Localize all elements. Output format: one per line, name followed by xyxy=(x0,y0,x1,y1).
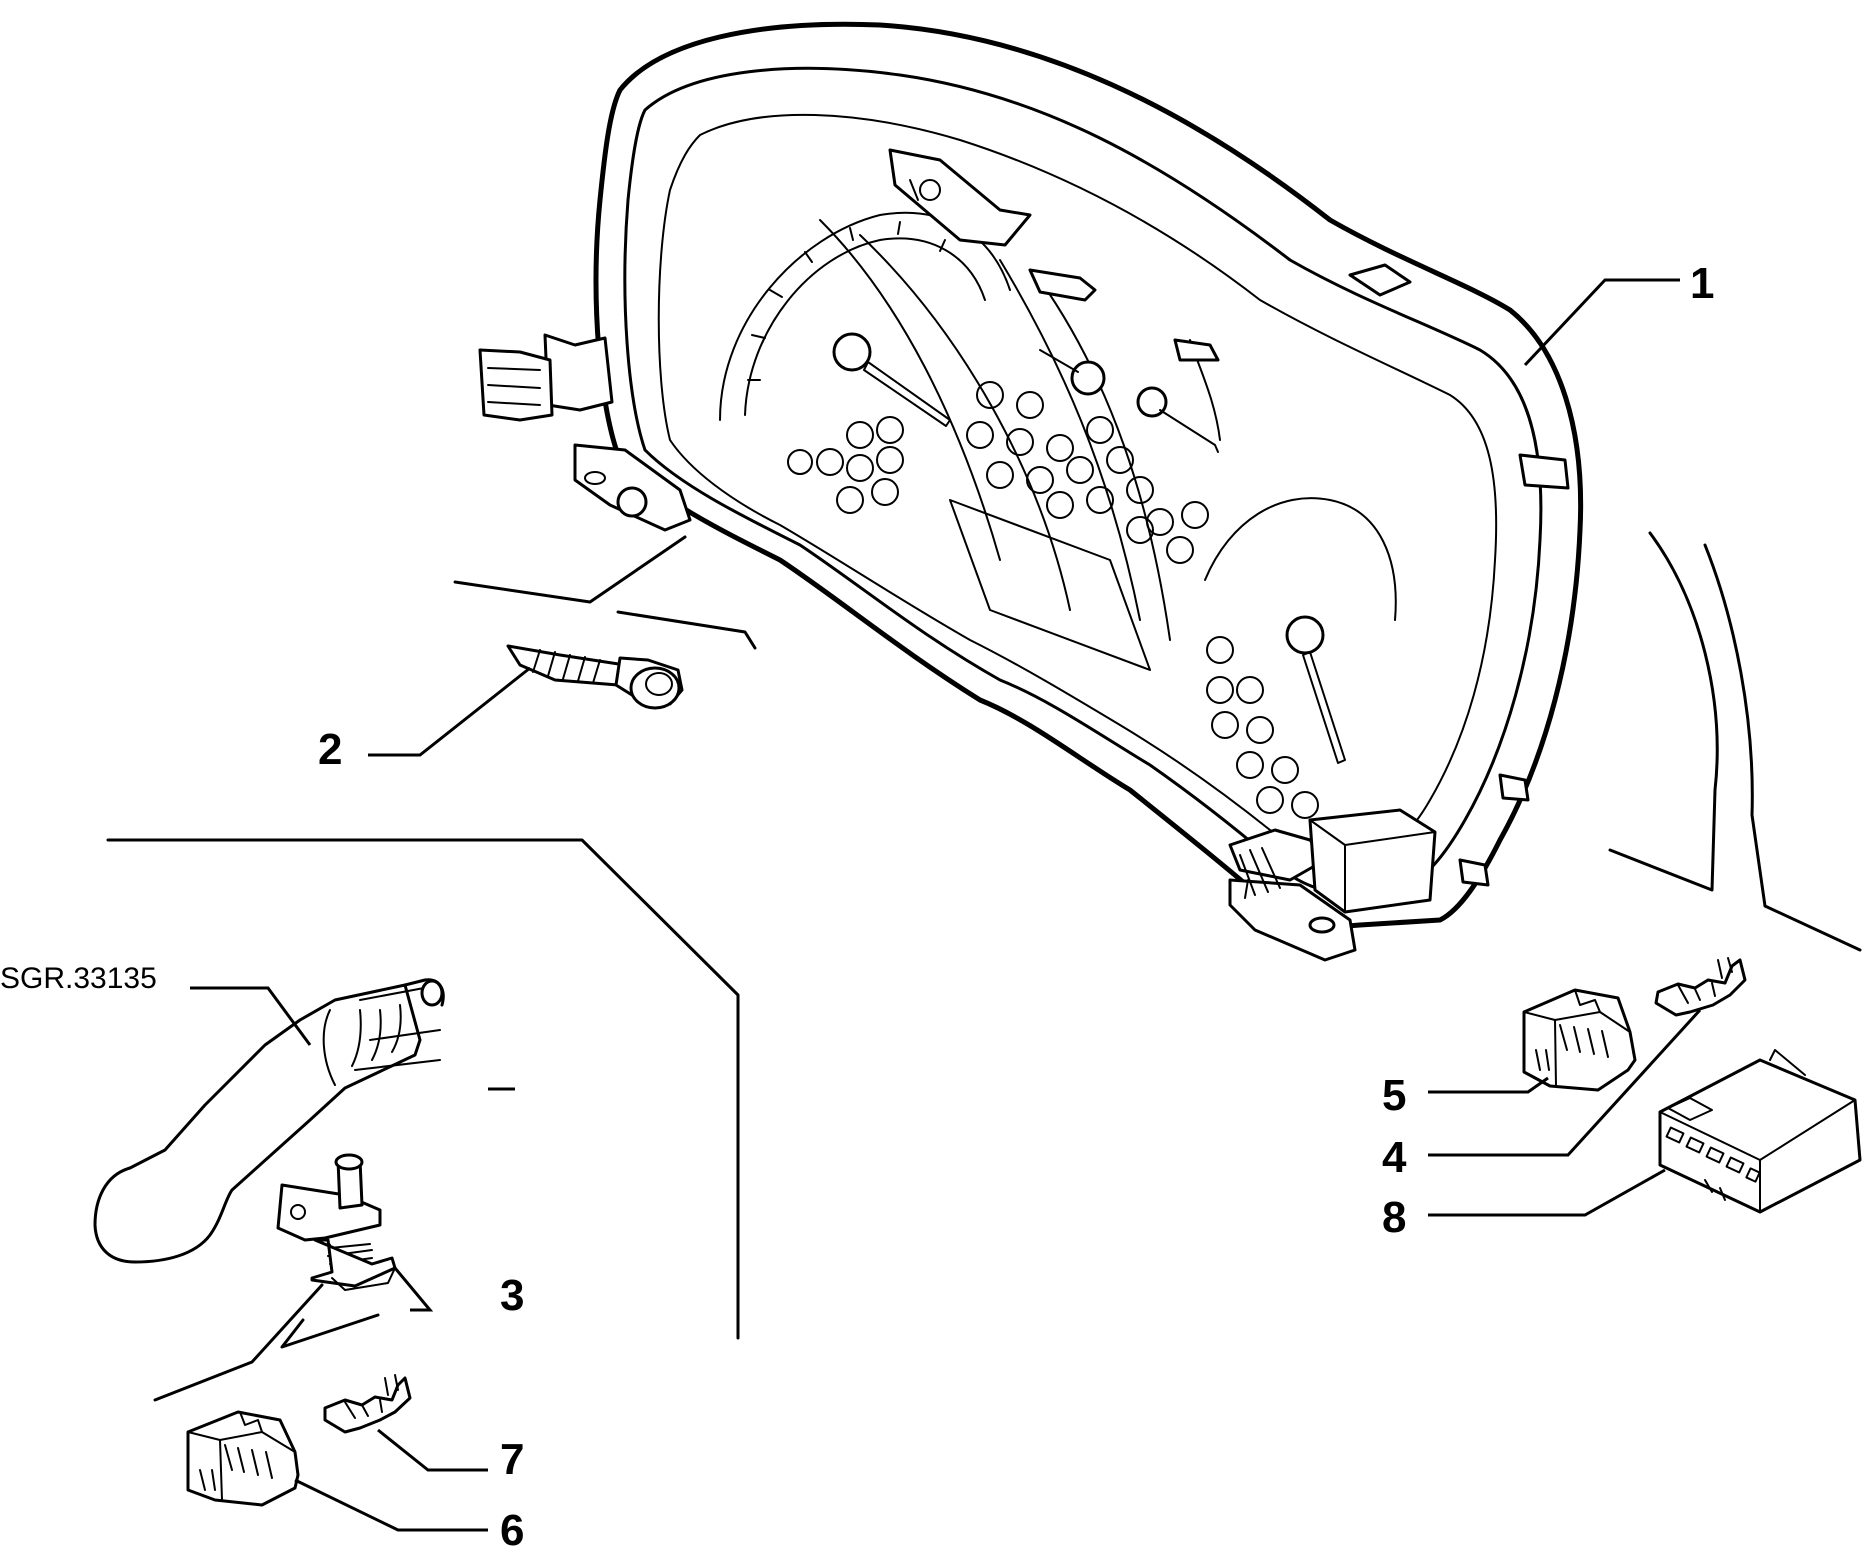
terminal-part-7[interactable] xyxy=(323,1374,412,1434)
callout-6: 6 xyxy=(500,1506,524,1547)
instrument-cluster-part-1[interactable] xyxy=(478,21,1584,962)
callout-7: 7 xyxy=(500,1435,524,1484)
callout-2: 2 xyxy=(318,725,342,774)
callout-5: 5 xyxy=(1382,1071,1406,1120)
terminal-part-4[interactable] xyxy=(1654,957,1747,1017)
dashboard-edge-lines-right xyxy=(1608,531,1862,952)
left-group-frame xyxy=(106,838,740,1340)
dashboard-edge-lines-upper xyxy=(453,535,757,650)
screw-part-2[interactable] xyxy=(506,644,684,710)
connector-part-5[interactable] xyxy=(1522,988,1637,1092)
callout-4: 4 xyxy=(1382,1133,1407,1182)
callout-8: 8 xyxy=(1382,1193,1406,1242)
switch-part-3[interactable] xyxy=(276,1153,397,1291)
callout-1: 1 xyxy=(1690,259,1714,308)
dashboard-edge-lines-lower xyxy=(153,1283,380,1402)
callout-3: 3 xyxy=(500,1271,524,1320)
module-part-8[interactable] xyxy=(1658,1049,1862,1214)
handbrake-lever-reference[interactable] xyxy=(93,978,445,1264)
reference-label-sgr: SGR.33135 xyxy=(0,962,157,995)
warning-lamp-array xyxy=(787,381,1319,819)
leader-lines xyxy=(190,278,1702,1532)
connector-part-6[interactable] xyxy=(186,1410,300,1507)
